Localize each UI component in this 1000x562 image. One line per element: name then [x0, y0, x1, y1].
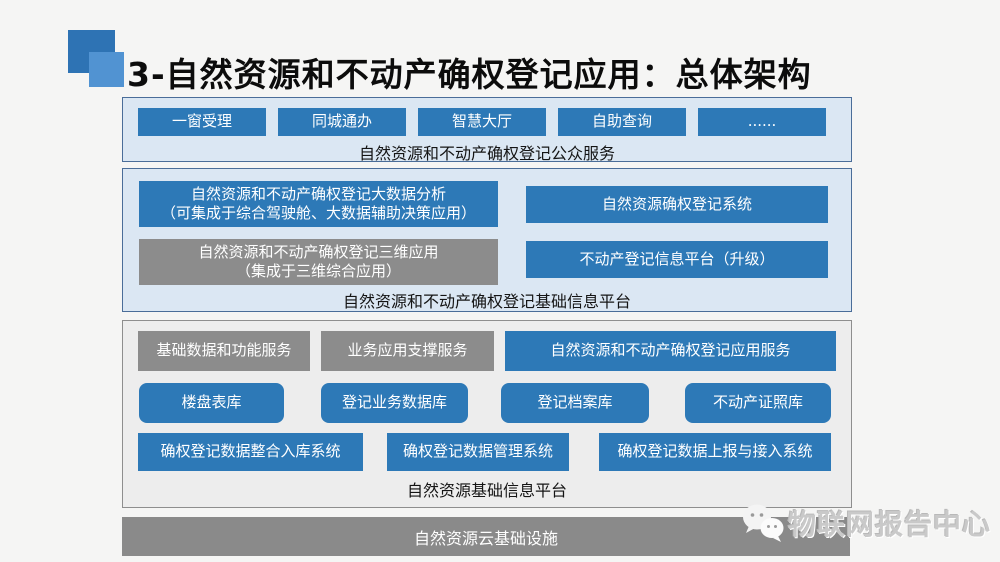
certificate-db-box: 不动产证照库 [685, 383, 831, 423]
base-data-service-box: 基础数据和功能服务 [138, 331, 310, 371]
data-report-access-system-box: 确权登记数据上报与接入系统 [599, 433, 831, 471]
public-service-item-one-window: 一窗受理 [138, 108, 266, 136]
public-service-caption: 自然资源和不动产确权登记公众服务 [358, 144, 615, 163]
cloud-infrastructure-label: 自然资源云基础设施 [413, 528, 558, 548]
registration-application-service-box: 自然资源和不动产确权登记应用服务 [505, 331, 836, 371]
registration-platform-panel: 自然资源和不动产确权登记大数据分析 （可集成于综合驾驶舱、大数据辅助决策应用） … [122, 168, 852, 312]
base-platform-caption: 自然资源基础信息平台 [406, 481, 567, 500]
natural-resource-registration-system-box: 自然资源确权登记系统 [526, 186, 828, 223]
title-square-light [89, 52, 124, 87]
data-management-system-box: 确权登记数据管理系统 [387, 433, 569, 471]
base-platform-panel: 基础数据和功能服务 业务应用支撑服务 自然资源和不动产确权登记应用服务 楼盘表库… [122, 320, 852, 508]
threed-application-line1: 自然资源和不动产确权登记三维应用 [198, 242, 439, 261]
watermark-text: 物联网报告中心 [788, 508, 992, 541]
public-service-item-self-query: 自助查询 [558, 108, 686, 136]
public-service-panel: 一窗受理 同城通办 智慧大厅 自助查询 ...... 自然资源和不动产确权登记公… [122, 97, 852, 163]
public-service-item-smart-hall: 智慧大厅 [418, 108, 546, 136]
public-service-item-more: ...... [698, 108, 826, 136]
wechat-icon [743, 504, 784, 542]
registration-business-db-box: 登记业务数据库 [321, 383, 468, 423]
cloud-infrastructure-bar: 自然资源云基础设施 [122, 517, 850, 556]
business-support-service-box: 业务应用支撑服务 [321, 331, 494, 371]
page-title: 3-自然资源和不动产确权登记应用：总体架构 [127, 55, 812, 95]
registration-archive-db-box: 登记档案库 [501, 383, 649, 423]
bigdata-analysis-box: 自然资源和不动产确权登记大数据分析 （可集成于综合驾驶舱、大数据辅助决策应用） [139, 181, 498, 227]
bigdata-analysis-line2: （可集成于综合驾驶舱、大数据辅助决策应用） [160, 204, 476, 222]
registration-platform-caption: 自然资源和不动产确权登记基础信息平台 [342, 292, 631, 311]
real-estate-registration-platform-box: 不动产登记信息平台（升级） [526, 241, 828, 278]
building-table-db-box: 楼盘表库 [139, 383, 284, 423]
watermark: 物联网报告中心 [740, 498, 996, 548]
data-integration-system-box: 确权登记数据整合入库系统 [138, 433, 363, 471]
public-service-row: 一窗受理 同城通办 智慧大厅 自助查询 ...... [138, 108, 826, 136]
public-service-item-intercity: 同城通办 [278, 108, 406, 136]
threed-application-line2: （集成于三维综合应用） [235, 262, 401, 280]
bigdata-analysis-line1: 自然资源和不动产确权登记大数据分析 [190, 184, 446, 203]
threed-application-box: 自然资源和不动产确权登记三维应用 （集成于三维综合应用） [139, 239, 498, 285]
